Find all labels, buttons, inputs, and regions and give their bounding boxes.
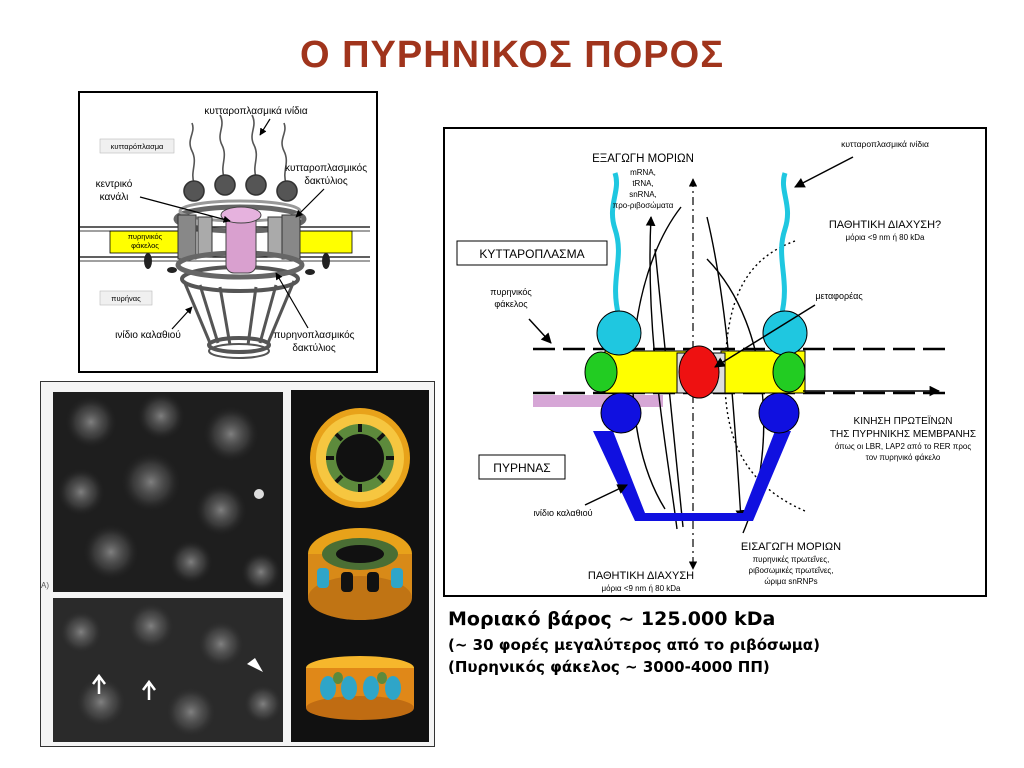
label-left-central-channel-2: κανάλι <box>100 191 129 203</box>
left-cytoplasmic-filaments <box>183 114 298 202</box>
reconstruction-side-view <box>306 656 414 720</box>
label-membrane-movement-4: τον πυρηνικό φάκελο <box>866 453 941 462</box>
blue-subunit-left <box>600 392 642 434</box>
label-left-cytoplasmic-ring-2: δακτύλιος <box>304 175 348 187</box>
cyan-subunit-left <box>596 310 642 356</box>
label-passive-diffusion-bottom-sub: μόρια <9 nm ή 80 kDa <box>602 584 681 593</box>
green-subunit-left <box>584 351 618 393</box>
label-export-item-1: mRNA, <box>630 168 656 177</box>
label-left-nucleoplasmic-ring-2: δακτύλιος <box>292 342 336 354</box>
micrograph-panel: A) <box>40 381 435 747</box>
left-pore-rings <box>173 199 307 280</box>
label-left-cytoplasm: κυτταρόπλασμα <box>111 142 164 151</box>
micrograph-svg: A) <box>41 390 429 742</box>
label-membrane-movement-3: όπως οι LBR, LAP2 από το RER προς <box>835 442 971 451</box>
label-passive-diffusion-top: ΠΑΘΗΤΙΚΗ ΔΙΑΧΥΣΗ? <box>829 219 941 231</box>
label-right-nuclear-envelope-2: φάκελος <box>494 299 528 309</box>
label-left-central-channel-1: κεντρικό <box>96 178 133 190</box>
nuclear-envelope-count-text: (Πυρηνικός φάκελος ~ 3000-4000 ΠΠ) <box>448 658 770 676</box>
blue-subunit-right <box>758 392 800 434</box>
left-pore-diagram: κυτταροπλασμικά ινίδια κυτταρόπλασμα κυτ… <box>78 91 378 373</box>
left-pore-svg: κυτταροπλασμικά ινίδια κυτταρόπλασμα κυτ… <box>80 105 370 359</box>
label-transporters: μεταφορέας <box>815 291 863 301</box>
em-image-bottom <box>53 598 283 742</box>
label-passive-diffusion-top-sub: μόρια <9 nm ή 80 kDa <box>846 233 925 242</box>
reconstruction-top-view <box>310 408 410 508</box>
label-membrane-movement-2: ΤΗΣ ΠΥΡΗΝΙΚΗΣ ΜΕΜΒΡΑΝΗΣ <box>830 429 976 440</box>
reconstruction-tilted-view <box>308 528 412 620</box>
label-export-item-2: tRNA, <box>632 179 653 188</box>
micrograph-side-letter: A) <box>41 581 49 590</box>
info-block: Μοριακό βάρος ~ 125.000 kDa (~ 30 φορές … <box>448 608 1018 680</box>
label-left-cytoplasmic-fibrils: κυτταροπλασμικά ινίδια <box>204 105 307 117</box>
label-left-nucleus: πυρήνας <box>111 294 141 303</box>
left-membranes <box>80 226 370 275</box>
label-left-nuclear-envelope-2: φάκελος <box>131 241 159 250</box>
label-export-item-4: προ-ριβοσώματα <box>613 201 674 210</box>
transporter-red <box>678 345 720 399</box>
label-left-basket-fibril: ινίδιο καλαθιού <box>115 329 181 341</box>
reconstruction-panel <box>291 390 429 742</box>
label-import-item-1: πυρηνικές πρωτεΐνες, <box>753 555 830 564</box>
em-image-top <box>53 392 283 592</box>
label-import-item-2: ριβοσωμικές πρωτεΐνες, <box>749 566 834 575</box>
green-subunit-right <box>772 351 806 393</box>
label-left-nucleoplasmic-ring-1: πυρηνοπλασμικός <box>274 329 355 341</box>
left-nuclear-basket <box>180 265 300 359</box>
label-right-nuclear-envelope-1: πυρηνικός <box>490 287 532 297</box>
label-import-title: ΕΙΣΑΓΩΓΗ ΜΟΡΙΩΝ <box>741 541 841 553</box>
page-title: Ο ΠΥΡΗΝΙΚΟΣ ΠΟΡΟΣ <box>299 34 724 76</box>
label-cytoplasm: ΚΥΤΤΑΡΟΠΛΑΣΜΑ <box>479 247 584 261</box>
right-transport-diagram: ΕΞΑΓΩΓΗ ΜΟΡΙΩΝ mRNA, tRNA, snRNA, προ-ρι… <box>443 127 987 597</box>
label-export-item-3: snRNA, <box>629 190 657 199</box>
cyan-fibrils <box>609 172 791 318</box>
molecular-weight-text: Μοριακό βάρος ~ 125.000 kDa <box>448 608 776 630</box>
label-export-title: ΕΞΑΓΩΓΗ ΜΟΡΙΩΝ <box>592 153 694 165</box>
label-left-nuclear-envelope-1: πυρηνικός <box>128 232 163 241</box>
label-right-cytoplasmic-fibrils: κυτταροπλασμικά ινίδια <box>841 139 929 149</box>
ribosome-comparison-text: (~ 30 φορές μεγαλύτερος από το ριβόσωμα) <box>448 636 820 654</box>
label-passive-diffusion-bottom: ΠΑΘΗΤΙΚΗ ΔΙΑΧΥΣΗ <box>588 570 694 582</box>
label-right-basket-fibril: ινίδιο καλαθιού <box>533 508 592 518</box>
label-import-item-3: ώριμα snRNPs <box>764 577 817 586</box>
label-nucleus: ΠΥΡΗΝΑΣ <box>493 461 550 475</box>
nuclear-basket <box>593 431 791 521</box>
label-membrane-movement-1: ΚΙΝΗΣΗ ΠΡΩΤΕΪΝΩΝ <box>854 415 953 427</box>
right-transport-svg: ΕΞΑΓΩΓΗ ΜΟΡΙΩΝ mRNA, tRNA, snRNA, προ-ρι… <box>456 139 976 593</box>
label-left-cytoplasmic-ring-1: κυτταροπλασμικός <box>285 162 367 174</box>
